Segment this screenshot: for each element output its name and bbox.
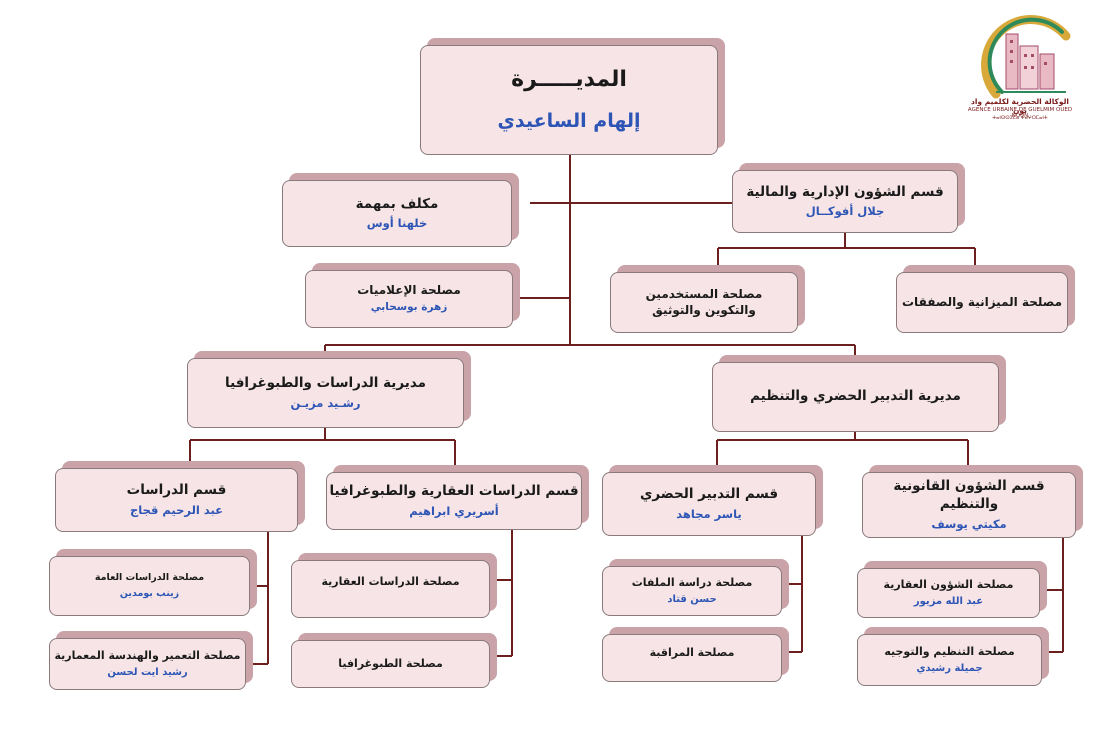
- urban-mgmt-dept-title: قسم التدبير الحضري: [639, 486, 779, 503]
- agency-name-tifinagh: ⵜⴰⵏⵙⵙⵉⵎⴰ ⵜⴰⵖⵔⵎⴰⵏⵜ: [992, 115, 1048, 121]
- agency-logo-icon: [981, 15, 1071, 99]
- urban-directorate-title: مديرية التدبير الحضري والتنظيم: [750, 388, 961, 405]
- topography-service-box: مصلحة الطبوغرافيا: [291, 640, 490, 688]
- budget-service-box: مصلحة الميزانية والصفقات: [896, 272, 1068, 333]
- director-title: المديـــــرة: [511, 67, 627, 93]
- legal-dept-box: قسم الشؤون القانونية والتنظيم مكيتي يوسف: [862, 472, 1076, 538]
- land-affairs-service-name: عبد الله مزيور: [913, 596, 984, 608]
- budget-service-title: مصلحة الميزانية والصفقات: [902, 294, 1062, 309]
- it-service-box: مصلحة الإعلاميات زهرة بوسحابي: [305, 270, 513, 328]
- it-service-title: مصلحة الإعلاميات: [357, 282, 461, 297]
- staff-service-title: مصلحة المستخدمين والتكوين والتوثيق: [645, 286, 763, 317]
- mission-officer-title: مكلف بمهمة: [355, 195, 439, 212]
- land-affairs-service-box: مصلحة الشؤون العقارية عبد الله مزيور: [857, 568, 1040, 618]
- studies-dept-title: قسم الدراسات: [126, 482, 227, 499]
- land-studies-service-box: مصلحة الدراسات العقارية: [291, 560, 490, 618]
- admin-finance-dept-box: قسم الشؤون الإدارية والمالية جلال أفوكــ…: [732, 170, 958, 233]
- agency-name-arabic: الوكالة الحضرية لكلميم واد نون: [971, 97, 1069, 115]
- regulation-service-box: مصلحة التنظيم والتوجيه جميلة رشيدي: [857, 634, 1042, 686]
- studies-directorate-box: مديرية الدراسات والطبوغرافيا رشـيد مزيـن: [187, 358, 464, 428]
- admin-finance-dept-name: جلال أفوكــال: [805, 204, 885, 219]
- mission-officer-box: مكلف بمهمة خلهنا أوس: [282, 180, 512, 247]
- land-topo-dept-name: أسريري ابراهيم: [409, 503, 499, 518]
- monitoring-service-title: مصلحة المراقبة: [649, 645, 735, 659]
- files-study-service-name: حسن قتاد: [667, 594, 717, 606]
- files-study-service-title: مصلحة دراسة الملفات: [631, 575, 753, 589]
- staff-service-box: مصلحة المستخدمين والتكوين والتوثيق: [610, 272, 798, 333]
- mission-officer-name: خلهنا أوس: [366, 216, 428, 231]
- agency-name-french: AGENCE URBAINE DE GUELMIM OUED NOUN: [967, 107, 1073, 119]
- legal-dept-name: مكيتي يوسف: [931, 516, 1007, 531]
- director-box: المديـــــرة إلهام الساعيدي: [420, 45, 718, 155]
- director-name: إلهام الساعيدي: [497, 109, 641, 132]
- general-studies-service-name: زينب بومدين: [119, 587, 180, 599]
- urban-mgmt-dept-name: ياسر مجاهد: [676, 506, 742, 521]
- land-topo-dept-title: قسم الدراسات العقارية والطبوغرافيا: [329, 483, 579, 500]
- urban-directorate-box: مديرية التدبير الحضري والتنظيم: [712, 362, 999, 432]
- studies-directorate-name: رشـيد مزيـن: [290, 395, 361, 410]
- monitoring-service-box: مصلحة المراقبة: [602, 634, 782, 682]
- urbanism-arch-service-title: مصلحة التعمير والهندسة المعمارية: [54, 648, 241, 662]
- general-studies-service-title: مصلحة الدراسات العامة: [94, 572, 205, 584]
- urban-mgmt-dept-box: قسم التدبير الحضري ياسر مجاهد: [602, 472, 816, 536]
- admin-finance-dept-title: قسم الشؤون الإدارية والمالية: [746, 183, 944, 200]
- studies-directorate-title: مديرية الدراسات والطبوغرافيا: [225, 375, 426, 392]
- land-affairs-service-title: مصلحة الشؤون العقارية: [883, 577, 1014, 591]
- files-study-service-box: مصلحة دراسة الملفات حسن قتاد: [602, 566, 782, 616]
- it-service-name: زهرة بوسحابي: [370, 301, 448, 314]
- urbanism-arch-service-name: رشيد ايت لحسن: [107, 667, 188, 679]
- studies-dept-box: قسم الدراسات عبد الرحيم قجاج: [55, 468, 298, 532]
- regulation-service-name: جميلة رشيدي: [916, 663, 983, 675]
- land-studies-service-title: مصلحة الدراسات العقارية: [321, 574, 460, 588]
- legal-dept-title: قسم الشؤون القانونية والتنظيم: [893, 478, 1045, 513]
- regulation-service-title: مصلحة التنظيم والتوجيه: [884, 644, 1015, 658]
- studies-dept-name: عبد الرحيم قجاج: [129, 502, 224, 517]
- topography-service-title: مصلحة الطبوغرافيا: [338, 656, 443, 670]
- land-topo-dept-box: قسم الدراسات العقارية والطبوغرافيا أسرير…: [326, 472, 582, 530]
- general-studies-service-box: مصلحة الدراسات العامة زينب بومدين: [49, 556, 250, 616]
- urbanism-arch-service-box: مصلحة التعمير والهندسة المعمارية رشيد اي…: [49, 638, 246, 690]
